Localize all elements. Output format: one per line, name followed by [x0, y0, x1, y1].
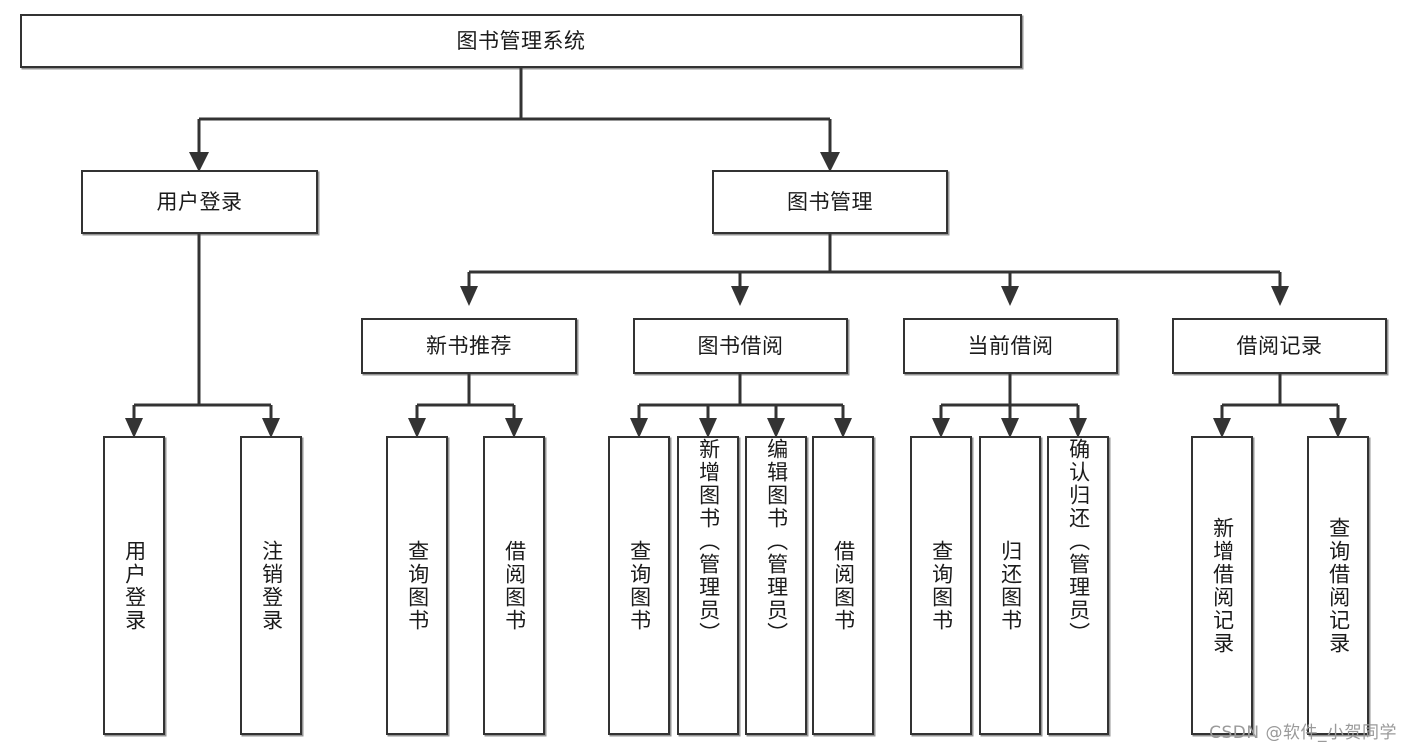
- node-label: 确认归还（管理员）: [1066, 438, 1091, 645]
- node-label: 当前借阅: [967, 333, 1054, 358]
- node-label: 借阅图书: [502, 539, 527, 632]
- leaf-recommend-query-book[interactable]: 查询图书: [386, 436, 448, 735]
- leaf-recommend-borrow-book[interactable]: 借阅图书: [483, 436, 545, 735]
- leaf-add-borrow-record[interactable]: 新增借阅记录: [1191, 436, 1253, 735]
- leaf-logout[interactable]: 注销登录: [240, 436, 302, 735]
- node-label: 注销登录: [259, 539, 284, 632]
- leaf-add-book-admin[interactable]: 新增图书（管理员）: [677, 436, 739, 735]
- node-label: 查询图书: [929, 539, 954, 632]
- node-book-management[interactable]: 图书管理: [712, 170, 948, 234]
- node-label: 新书推荐: [426, 333, 512, 358]
- node-label: 图书管理: [787, 189, 873, 214]
- node-label: 用户登录: [122, 539, 147, 632]
- node-label: 新增借阅记录: [1210, 516, 1235, 655]
- node-label: 归还图书: [998, 539, 1023, 632]
- node-label: 新增图书（管理员）: [696, 438, 721, 645]
- node-label: 编辑图书（管理员）: [764, 438, 789, 645]
- node-label: 查询图书: [405, 539, 430, 632]
- node-label: 借阅记录: [1236, 333, 1323, 358]
- leaf-return-book[interactable]: 归还图书: [979, 436, 1041, 735]
- node-label: 图书借阅: [697, 333, 784, 358]
- leaf-user-login[interactable]: 用户登录: [103, 436, 165, 735]
- node-label: 图书管理系统: [456, 28, 586, 53]
- node-label: 用户登录: [156, 189, 243, 214]
- node-root-system[interactable]: 图书管理系统: [20, 14, 1022, 68]
- leaf-query-borrow-record[interactable]: 查询借阅记录: [1307, 436, 1369, 735]
- node-label: 查询图书: [627, 539, 652, 632]
- leaf-edit-book-admin[interactable]: 编辑图书（管理员）: [745, 436, 807, 735]
- node-book-borrow[interactable]: 图书借阅: [633, 318, 848, 374]
- leaf-borrow-query-book[interactable]: 查询图书: [608, 436, 670, 735]
- node-current-borrow[interactable]: 当前借阅: [903, 318, 1118, 374]
- leaf-borrow-book[interactable]: 借阅图书: [812, 436, 874, 735]
- node-user-login[interactable]: 用户登录: [81, 170, 318, 234]
- watermark-text: CSDN @软件_小贺同学: [1209, 723, 1397, 743]
- leaf-confirm-return-admin[interactable]: 确认归还（管理员）: [1047, 436, 1109, 735]
- node-label: 查询借阅记录: [1326, 516, 1351, 655]
- leaf-current-query-book[interactable]: 查询图书: [910, 436, 972, 735]
- node-label: 借阅图书: [831, 539, 856, 632]
- node-new-book-recommend[interactable]: 新书推荐: [361, 318, 577, 374]
- node-borrow-record[interactable]: 借阅记录: [1172, 318, 1387, 374]
